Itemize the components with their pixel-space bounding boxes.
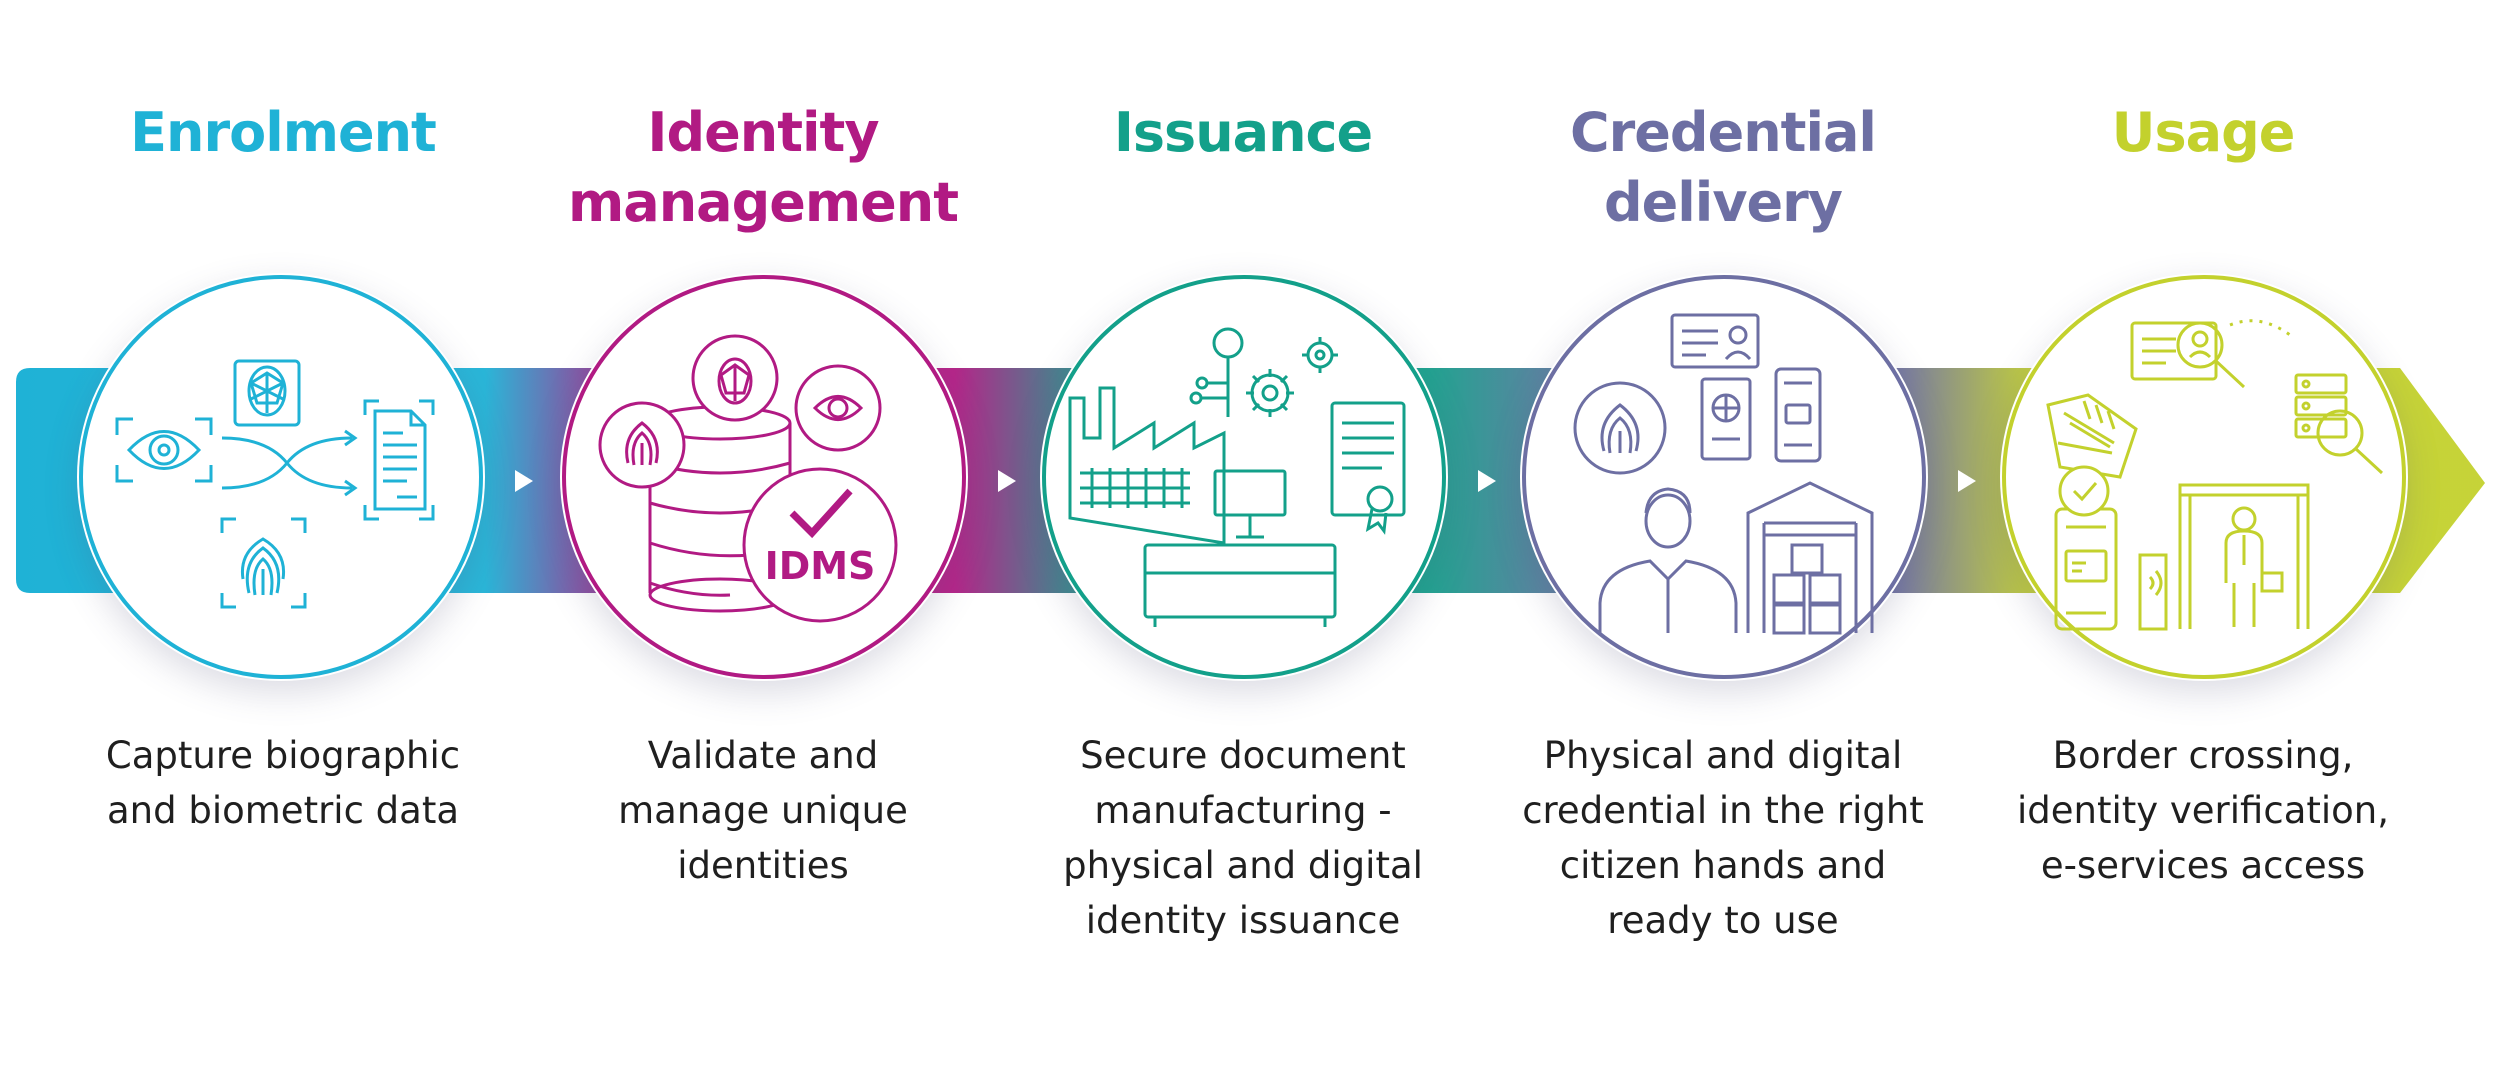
- card-reader-icon: [2046, 393, 2138, 479]
- description-line: Capture biographic: [105, 734, 461, 777]
- fingerprint-icon: [220, 517, 307, 609]
- fingerprint-icon: [1573, 381, 1667, 475]
- description-line: Validate and: [647, 734, 879, 777]
- smartphone-check-icon: [2054, 465, 2168, 631]
- eye-scan-icon: [794, 364, 882, 452]
- stage-description-credential-delivery: Physical and digital credential in the r…: [1513, 728, 1933, 948]
- factory-icon: [1068, 386, 1226, 545]
- face-recognition-icon: [691, 334, 779, 422]
- server-search-icon: [2294, 373, 2384, 475]
- description-line: citizen hands and: [1559, 844, 1887, 887]
- border-gate-icon: [2178, 483, 2310, 629]
- stage-arrow-1: [515, 470, 533, 492]
- stage-title-enrolment: Enrolment: [3, 98, 563, 168]
- circle-ring: [562, 275, 966, 679]
- stage-title-identity-management: Identity management: [483, 98, 1043, 238]
- description-line: identity verification,: [2016, 789, 2390, 832]
- stage-title-line: Identity: [647, 101, 879, 164]
- stage-title-usage: Usage: [1923, 98, 2483, 168]
- stage-title-line: Usage: [2111, 101, 2296, 164]
- stage-circle-issuance: [1040, 273, 1448, 681]
- stage-description-issuance: Secure document manufacturing - physical…: [1033, 728, 1453, 948]
- flow-arrows-icon: [221, 429, 358, 497]
- id-card-icon: [1670, 313, 1760, 369]
- eye-scan-icon: [115, 417, 213, 483]
- passport-icon: [1700, 377, 1752, 461]
- stage-arrow-3: [1478, 470, 1496, 492]
- stage-title-line: Issuance: [1113, 101, 1373, 164]
- stage-description-enrolment: Capture biographic and biometric data: [73, 728, 493, 838]
- stage-title-credential-delivery: Credential delivery: [1443, 98, 2003, 238]
- description-line: credential in the right: [1522, 789, 1924, 832]
- stage-title-line: Enrolment: [130, 101, 437, 164]
- description-line: Secure document: [1080, 734, 1406, 777]
- description-line: identity issuance: [1085, 899, 1401, 942]
- gears-icon: [1189, 327, 1338, 417]
- document-icon: [363, 399, 435, 521]
- description-line: Border crossing,: [2052, 734, 2354, 777]
- circle-ring: [1042, 275, 1446, 679]
- id-card-search-icon: [2130, 319, 2291, 389]
- description-line: physical and digital: [1063, 844, 1423, 887]
- stage-title-line: management: [567, 171, 959, 234]
- certificate-icon: [1330, 401, 1406, 535]
- stage-title-line: Credential delivery: [1570, 101, 1877, 234]
- stage-circle-usage: [2000, 273, 2408, 681]
- description-line: identities: [677, 844, 849, 887]
- checkmark-icon: [742, 467, 898, 623]
- stage-title-issuance: Issuance: [963, 98, 1523, 168]
- face-recognition-icon: [233, 359, 301, 427]
- warehouse-icon: [1746, 481, 1874, 635]
- stage-circle-enrolment: [77, 273, 485, 681]
- circle-ring: [1522, 275, 1926, 679]
- stage-arrow-2: [998, 470, 1016, 492]
- circle-ring: [79, 275, 483, 679]
- description-line: e-services access: [2040, 844, 2366, 887]
- stage-circle-identity-management: IDMS: [560, 273, 968, 681]
- stage-arrow-4: [1958, 470, 1976, 492]
- idms-badge: IDMS: [765, 544, 876, 588]
- stage-circle-credential-delivery: [1520, 273, 1928, 681]
- description-line: manufacturing -: [1094, 789, 1392, 832]
- stage-description-usage: Border crossing, identity verification, …: [1993, 728, 2413, 893]
- description-line: and biometric data: [106, 789, 460, 832]
- citizen-icon: [1598, 487, 1738, 633]
- fingerprint-icon: [598, 401, 686, 489]
- circle-ring: [2002, 275, 2406, 679]
- description-line: Physical and digital: [1543, 734, 1903, 777]
- smartphone-icon: [1774, 367, 1822, 463]
- description-line: ready to use: [1607, 899, 1839, 942]
- stage-description-identity-management: Validate and manage unique identities: [553, 728, 973, 893]
- description-line: manage unique: [618, 789, 908, 832]
- printer-icon: [1143, 469, 1337, 627]
